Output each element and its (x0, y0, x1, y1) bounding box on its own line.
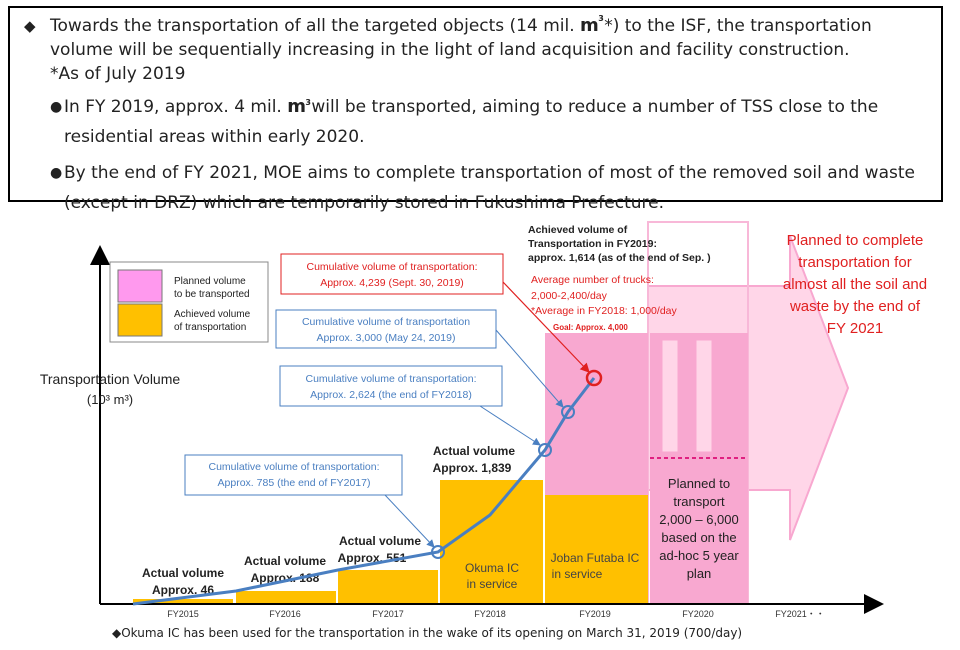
tick-label-fy2018: FY2018 (474, 609, 506, 619)
joban-ic-label-a: Joban Futaba IC (551, 551, 640, 565)
callout-fy2018-title: Cumulative volume of transportation: (306, 373, 477, 385)
y-axis-label: Transportation Volume (40, 371, 181, 387)
callout-sept2019-title: Cumulative volume of transportation: (307, 261, 478, 273)
dot-bullet-icon: ● (50, 99, 63, 115)
joban-ic-label-b: in service (552, 567, 603, 581)
bar-label-fy2018-b: Approx. 1,839 (433, 461, 512, 475)
tick-label-fy2020: FY2020 (682, 609, 714, 619)
leader-fy2017 (384, 494, 435, 548)
dot-bullet-icon: ● (50, 165, 63, 181)
callout-fy2017 (184, 454, 403, 496)
tick-label-fy2021: FY2021・・ (775, 609, 825, 619)
leader-sept2019 (502, 281, 590, 373)
bar-fy2016 (236, 591, 336, 604)
leader-fy2018 (479, 405, 541, 446)
y-axis-unit: (10³ m³) (87, 392, 133, 407)
bar-fy2019-planned (545, 333, 648, 495)
summary-box: ◆ Towards the transportation of all the … (8, 6, 943, 213)
trucks-line-2: 2,000-2,400/day (531, 290, 608, 302)
cum-point-sept2019 (585, 369, 603, 387)
legend-label-achieved2: of transportation (174, 322, 246, 333)
plan-label-a: Planned to (668, 476, 730, 491)
callout-sept2019-value: Approx. 4,239 (Sept. 30, 2019) (320, 277, 464, 289)
cum-point-fy2018 (538, 443, 552, 457)
diamond-bullet-icon: ◆ (24, 17, 36, 35)
bar-fy2017 (338, 570, 438, 604)
legend-label-planned2: to be transported (174, 289, 250, 300)
legend-label-achieved: Achieved volume (174, 309, 251, 320)
arrow-text-3: almost all the soil and (783, 276, 927, 293)
plan-label-e: ad-hoc 5 year (659, 548, 739, 563)
callout-may2019 (275, 309, 497, 349)
main-bullet-line2: volume will be sequentially increasing i… (50, 40, 850, 60)
arrow-text-2: transportation for (798, 254, 911, 271)
callout-may2019-title: Cumulative volume of transportation (302, 316, 470, 328)
callout-may2019-value: Approx. 3,000 (May 24, 2019) (317, 332, 456, 344)
legend-label-planned: Planned volume (174, 276, 246, 287)
trucks-line-1: Average number of trucks: (531, 274, 654, 286)
bar-label-fy2017-a: Actual volume (339, 534, 421, 548)
bar-label-fy2015-a: Actual volume (142, 566, 224, 580)
callout-fy2018 (279, 365, 503, 407)
tick-label-fy2019: FY2019 (579, 609, 611, 619)
okuma-ic-label-a: Okuma IC (465, 561, 519, 575)
fy2020-window-1 (661, 339, 679, 453)
cumulative-line (132, 377, 596, 606)
tick-label-fy2017: FY2017 (372, 609, 404, 619)
bar-label-fy2015-b: Approx. 46 (152, 583, 214, 597)
callout-fy2018-value: Approx. 2,624 (the end of FY2018) (310, 389, 472, 401)
bar-fy2018 (440, 480, 543, 604)
fy2019-achieved-3: approx. 1,614 (as of the end of Sep. ) (528, 252, 711, 264)
arrow-text-4: waste by the end of (789, 298, 921, 315)
bar-label-fy2018-a: Actual volume (433, 444, 515, 458)
plan-label-d: based on the (661, 530, 736, 545)
plan-label-c: 2,000 – 6,000 (659, 512, 739, 527)
sub-bullet-fy2021: ● By the end of FY 2021, MOE aims to com… (50, 158, 931, 218)
leader-may2019 (495, 329, 564, 408)
cum-point-may2019 (561, 405, 575, 419)
callout-fy2017-value: Approx. 785 (the end of FY2017) (218, 477, 371, 489)
fy2019-achieved-2: Transportation in FY2019: (528, 238, 657, 250)
okuma-ic-label-b: in service (467, 577, 518, 591)
arrow-text-1: Planned to complete (787, 232, 924, 249)
bar-fy2019-achieved (545, 495, 648, 604)
bar-label-fy2016-b: Approx. 188 (251, 571, 320, 585)
cum-point-fy2017 (431, 545, 445, 559)
legend-swatch-achieved (117, 303, 163, 337)
bar-fy2015 (133, 599, 233, 604)
trucks-line-3: *Average in FY2018: 1,000/day (531, 305, 677, 317)
fy2019-achieved-1: Achieved volume of (528, 224, 628, 236)
goal-label: Goal: Approx. 4,000 (553, 323, 628, 332)
main-bullet-note: *As of July 2019 (50, 64, 186, 84)
fy2020-window-2 (695, 339, 713, 453)
callout-fy2017-title: Cumulative volume of transportation: (209, 461, 380, 473)
main-bullet: ◆ Towards the transportation of all the … (24, 14, 872, 36)
arrow-text-5: FY 2021 (827, 320, 883, 337)
bar-label-fy2016-a: Actual volume (244, 554, 326, 568)
tick-label-fy2015: FY2015 (167, 609, 199, 619)
legend-swatch-planned (117, 269, 163, 303)
plan-label-f: plan (687, 566, 712, 581)
callout-sept2019 (280, 253, 504, 295)
tick-label-fy2016: FY2016 (269, 609, 301, 619)
plan-label-b: transport (673, 494, 725, 509)
footnote: ◆Okuma IC has been used for the transpor… (112, 626, 743, 640)
